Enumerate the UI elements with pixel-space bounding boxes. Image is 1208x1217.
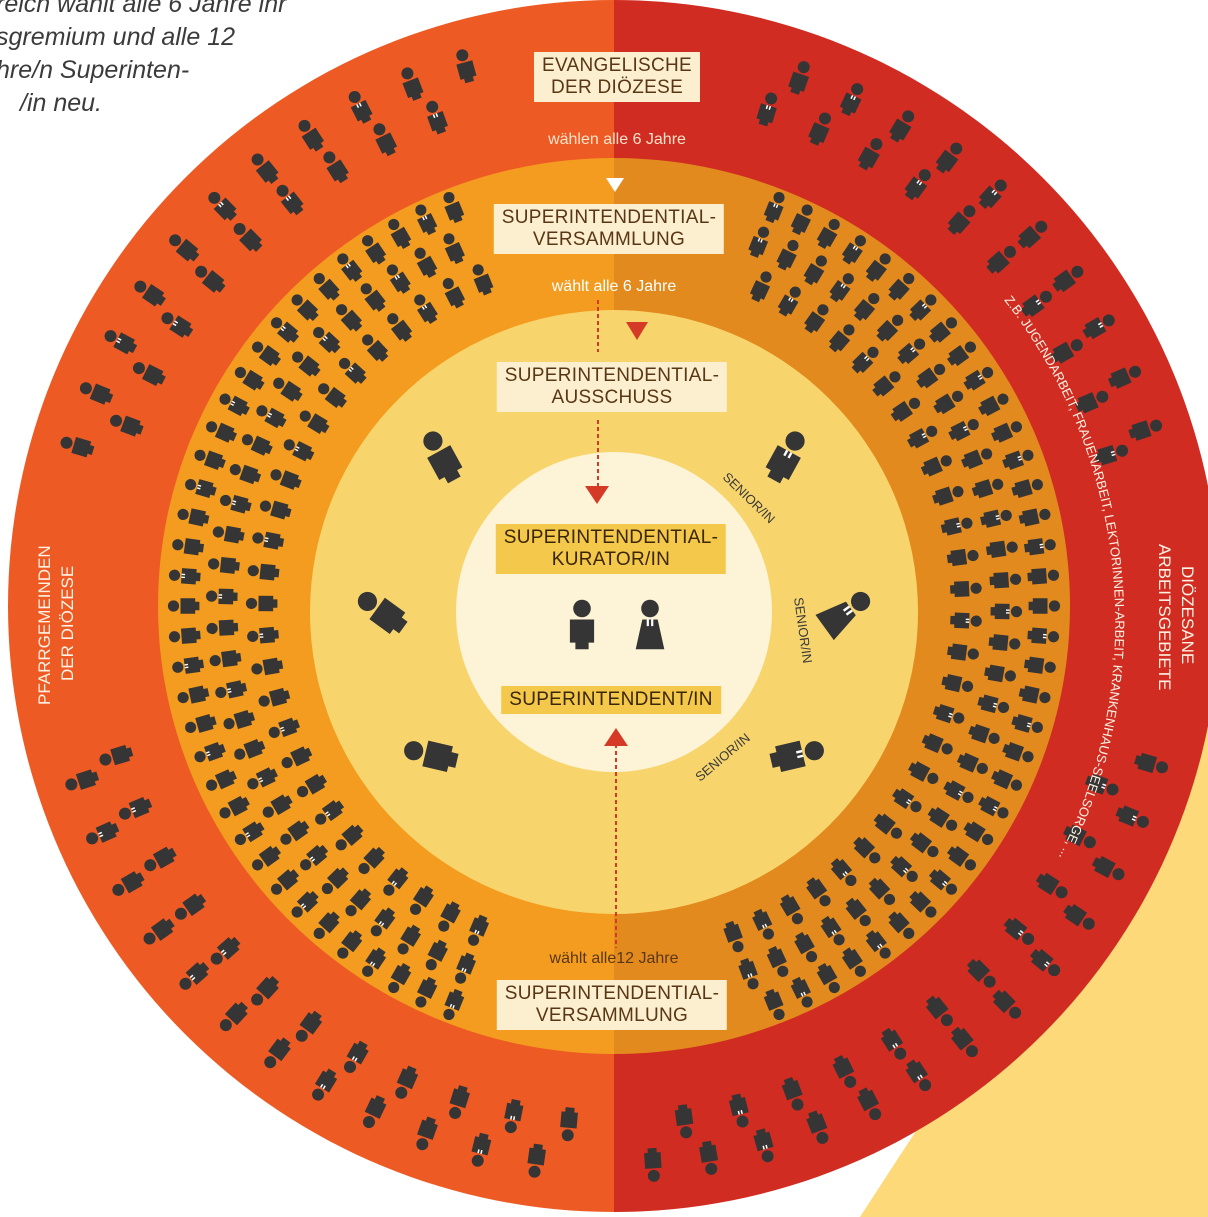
assembly-elect-caption: wählt alle 6 Jahre (551, 278, 677, 295)
left-side-label-2: DER DIÖZESE (58, 566, 77, 681)
person-icon (167, 598, 200, 614)
assembly-bottom-line-1: SUPERINTENDENTIAL- (504, 983, 720, 1004)
bottom-elect-caption: wählt alle12 Jahre (549, 950, 679, 967)
arrow-down-to-assembly-icon (606, 178, 624, 192)
intro-line: sgremium und alle 12 (0, 23, 236, 51)
top-elect-caption: wählen alle 6 Jahre (548, 131, 686, 148)
curator-label: SUPERINTENDENTIAL- KURATOR/IN (495, 524, 727, 574)
left-side-label-1: PFARRGEMEINDEN (35, 545, 54, 705)
assembly-top-line-1: SUPERINTENDENTIAL- (501, 207, 717, 228)
intro-text: reich wählt alle 6 Jahre ihr sgremium un… (0, 0, 366, 120)
top-group-label: EVANGELISCHE DER DIÖZESE (533, 52, 701, 102)
intro-line: hre/n Superinten- (0, 56, 190, 84)
arrow-down-to-curator-icon (585, 486, 609, 504)
committee-line-2: AUSSCHUSS (551, 387, 673, 408)
intro-line: /in neu. (20, 89, 103, 117)
arrows (585, 178, 648, 948)
assembly-bottom-label: SUPERINTENDENTIAL- VERSAMMLUNG (496, 980, 728, 1030)
intro-line: reich wählt alle 6 Jahre ihr (0, 0, 287, 18)
top-group-line-1: EVANGELISCHE (541, 55, 693, 76)
curator-line-1: SUPERINTENDENTIAL- (503, 527, 719, 548)
assembly-top-label: SUPERINTENDENTIAL- VERSAMMLUNG (493, 204, 725, 254)
right-side-label-1: DIÖZESANE (1178, 566, 1197, 664)
curator-person-icon (569, 599, 595, 650)
committee-label: SUPERINTENDENTIAL- AUSSCHUSS (496, 362, 728, 412)
core-circle (456, 452, 772, 772)
arrow-up-to-superintendent-icon (604, 728, 628, 746)
curator-line-2: KURATOR/IN (551, 549, 671, 570)
person-icon (1028, 598, 1061, 614)
top-group-line-2: DER DIÖZESE (550, 77, 684, 98)
assembly-top-line-2: VERSAMMLUNG (532, 229, 686, 250)
right-side-label-2: ARBEITSGEBIETE (1155, 544, 1174, 690)
committee-line-1: SUPERINTENDENTIAL- (504, 365, 720, 386)
superintendent-label: SUPERINTENDENT/IN (501, 686, 721, 714)
arrow-down-to-committee-icon (626, 322, 648, 340)
assembly-bottom-line-2: VERSAMMLUNG (535, 1005, 689, 1026)
